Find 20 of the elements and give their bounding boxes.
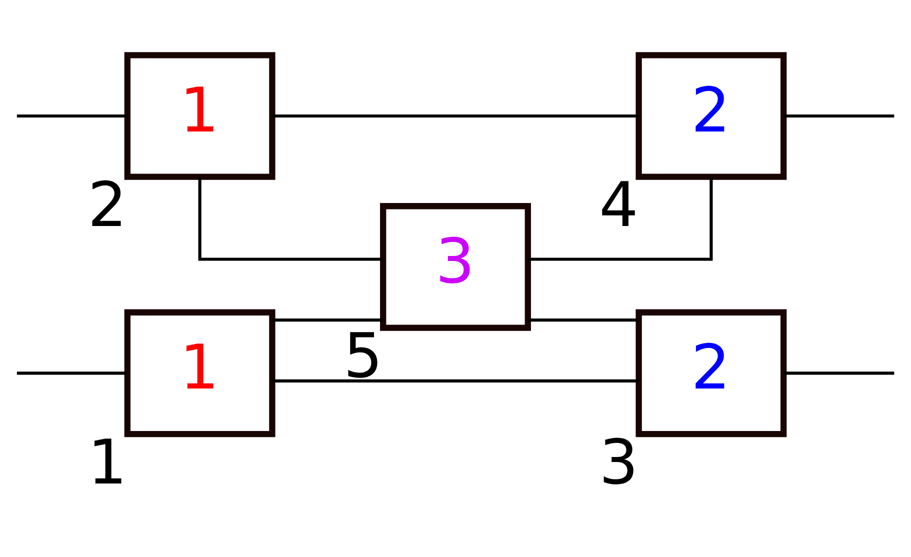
node-label: 5: [343, 320, 383, 392]
node-box: 1: [124, 309, 276, 438]
connector: [528, 318, 638, 322]
node-label: 3: [599, 426, 638, 498]
connector: [272, 379, 639, 382]
node-label: 2: [88, 169, 127, 242]
node-label: 1: [88, 426, 127, 498]
connector: [784, 372, 894, 375]
node-box: 3: [380, 203, 531, 331]
node-box: 1: [124, 52, 276, 180]
connector: [784, 114, 894, 118]
connector: [528, 177, 713, 261]
connector: [198, 177, 383, 261]
connector: [16, 114, 127, 118]
connector: [272, 318, 383, 322]
node-label: 4: [599, 169, 638, 242]
node-box: 2: [636, 309, 787, 438]
connector: [272, 114, 639, 118]
connector: [16, 372, 127, 375]
node-box: 2: [636, 52, 787, 180]
